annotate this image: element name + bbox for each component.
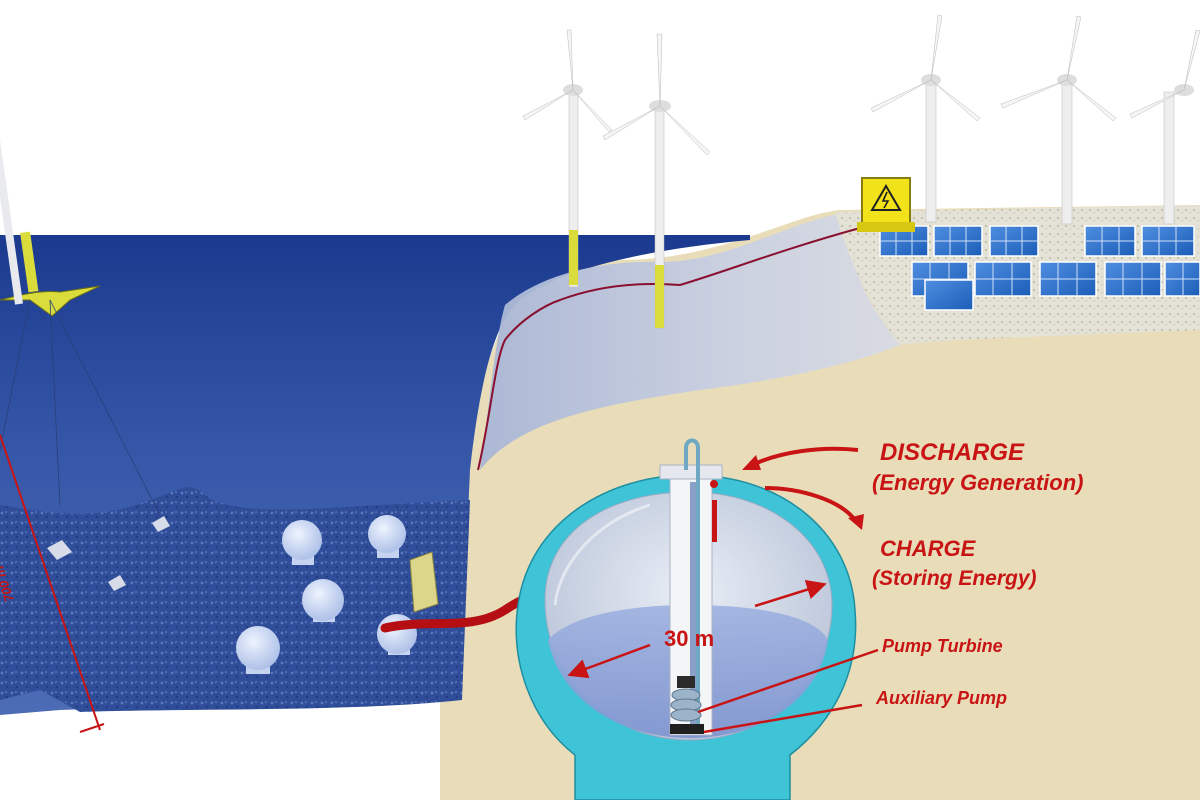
discharge-sub-label: (Energy Generation) bbox=[872, 470, 1083, 495]
shore-slope bbox=[480, 212, 900, 470]
high-voltage-warning-icon bbox=[870, 184, 902, 211]
charge-arrow-head bbox=[848, 514, 864, 530]
wind-turbine-floating bbox=[0, 80, 161, 516]
charge-arrow bbox=[764, 486, 857, 522]
wind-turbine-shore-1 bbox=[522, 29, 613, 288]
discharge-arrow-head bbox=[742, 455, 761, 470]
wind-turbine-land-2 bbox=[1000, 15, 1117, 225]
discharge-label: DISCHARGE bbox=[880, 439, 1025, 466]
seabed bbox=[0, 487, 470, 712]
vent-pipe bbox=[684, 438, 700, 728]
pump-turbine-label: Pump Turbine bbox=[882, 636, 1003, 656]
power-cable bbox=[477, 227, 861, 471]
water-intake bbox=[409, 551, 439, 613]
wind-turbine-shore-2 bbox=[602, 33, 711, 329]
pump-turbine-pointer bbox=[697, 648, 879, 714]
wind-turbine-land-3 bbox=[1129, 29, 1200, 225]
seabed-storage-spheres bbox=[236, 515, 417, 674]
depth-line bbox=[0, 434, 101, 731]
depth-line-tick bbox=[79, 723, 105, 733]
auxiliary-pump-label: Auxiliary Pump bbox=[875, 688, 1007, 708]
wind-turbine-land-1 bbox=[870, 14, 981, 223]
mooring-anchors bbox=[47, 516, 170, 591]
diameter-arrows bbox=[567, 579, 827, 679]
discharge-arrow bbox=[751, 446, 859, 467]
charge-sub-label: (Storing Energy) bbox=[872, 567, 1037, 590]
diameter-label: 30 m bbox=[664, 626, 714, 651]
charge-label: CHARGE bbox=[880, 536, 977, 561]
pump-turbine-unit bbox=[670, 676, 704, 734]
auxiliary-pump-pointer bbox=[703, 703, 863, 734]
